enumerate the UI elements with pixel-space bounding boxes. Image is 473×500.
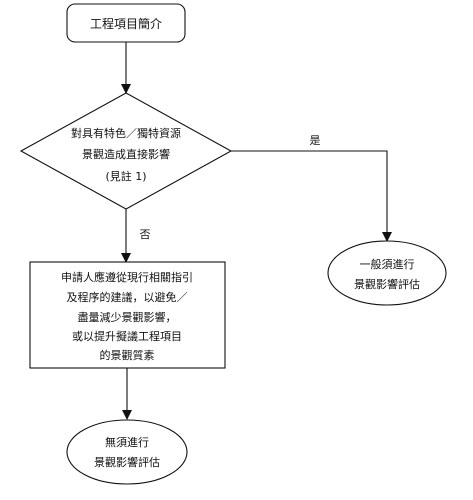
end-no-assessment-line-2: 景觀影響評估 [94, 455, 160, 469]
action-label-line-4: 或以提升擬議工程項目 [72, 329, 182, 343]
end-general-assessment-line-1: 一般須進行 [360, 258, 415, 271]
start-node: 工程項目簡介 [66, 3, 186, 43]
arrow-yes-branch [231, 150, 392, 242]
action-node: 申請人應遵從現行相關指引 及程序的建議，以避免／ 盡量減少景觀影響， 或以提升擬… [29, 261, 226, 369]
decision-node: 對具有特色／獨特資源 景觀造成直接影響 (見註 1) [19, 92, 233, 210]
end-node-no-assessment: 無須進行 景觀影響評估 [66, 419, 188, 485]
start-node-label: 工程項目簡介 [90, 16, 162, 31]
action-label-line-1: 申請人應遵從現行相關指引 [61, 270, 193, 284]
end-general-assessment-line-2: 景觀影響評估 [354, 277, 420, 291]
no-label: 否 [140, 228, 151, 241]
decision-label-line-2: 景觀造成直接影響 [82, 147, 170, 161]
end-no-assessment-line-1: 無須進行 [105, 435, 149, 449]
decision-label-line-3: (見註 1) [105, 170, 146, 183]
yes-label: 是 [310, 134, 321, 147]
decision-label-line-1: 對具有特色／獨特資源 [71, 126, 181, 140]
action-label-line-3: 盡量減少景觀影響， [78, 310, 177, 324]
action-label-line-2: 及程序的建議，以避免／ [67, 290, 188, 304]
action-label-line-5: 的景觀質素 [100, 348, 155, 362]
end-node-general-assessment: 一般須進行 景觀影響評估 [327, 240, 447, 306]
